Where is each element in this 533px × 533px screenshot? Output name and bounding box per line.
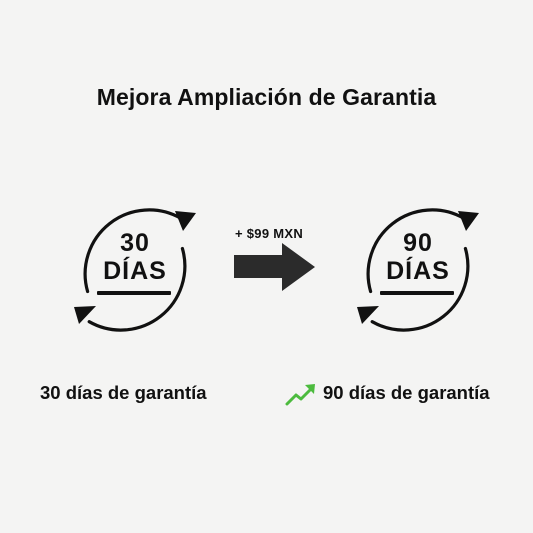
trending-up-icon	[285, 384, 315, 406]
badge-number: 90	[403, 229, 433, 257]
badge-unit: DÍAS	[103, 257, 167, 285]
refresh-cycle-icon	[357, 208, 479, 332]
badge-unit: DÍAS	[386, 257, 450, 285]
upgrade-price: + $99 MXN	[234, 226, 304, 241]
badge-underline	[380, 291, 454, 295]
refresh-cycle-icon	[74, 208, 196, 332]
page-title: Mejora Ampliación de Garantia	[96, 84, 437, 110]
warranty-badge-30: 30 DÍAS	[65, 200, 205, 340]
right-arrow-icon	[234, 243, 315, 291]
caption-90-days: 90 días de garantía	[323, 382, 490, 403]
badge-number: 30	[120, 229, 150, 257]
badge-underline	[97, 291, 171, 295]
warranty-badge-90: 90 DÍAS	[348, 200, 488, 340]
caption-30-days: 30 días de garantía	[40, 382, 207, 403]
